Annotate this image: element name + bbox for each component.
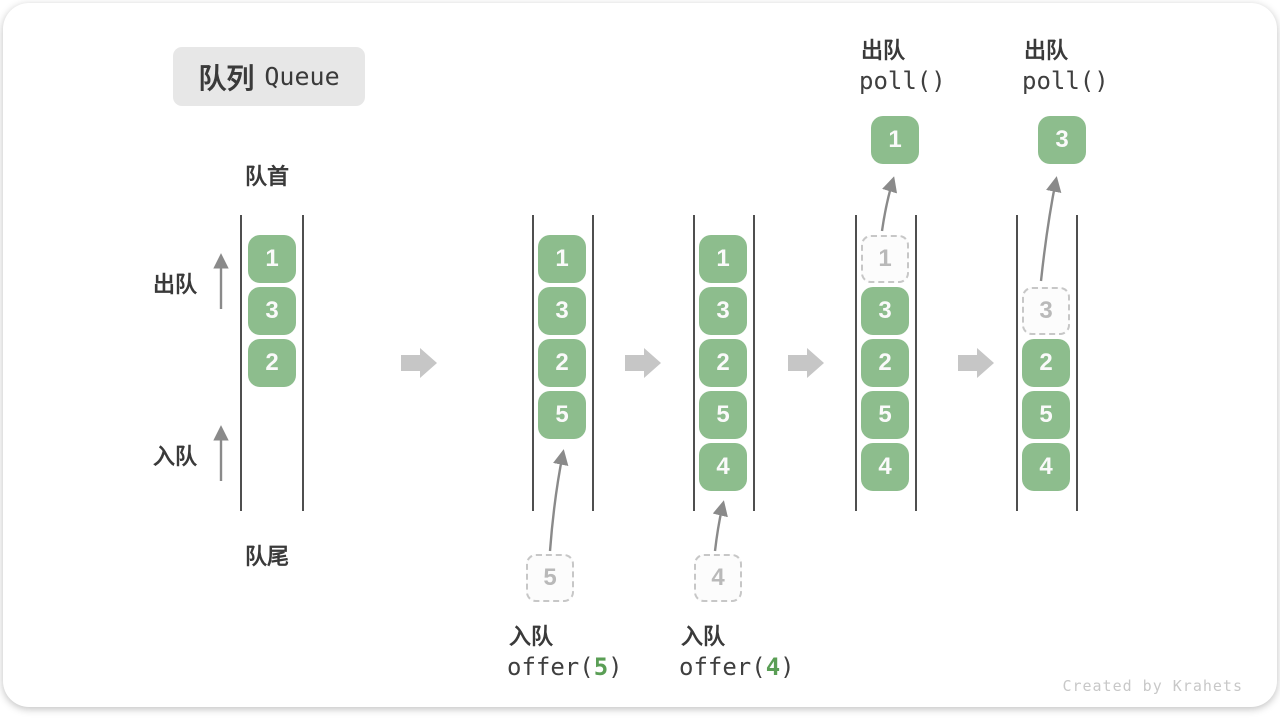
queue3-right-wall bbox=[753, 215, 755, 511]
poll2-label: 出队 bbox=[1024, 38, 1069, 63]
poll2-arrow bbox=[1039, 176, 1062, 282]
enqueue5-ghost-box: 5 bbox=[526, 554, 574, 602]
enqueue5-code-fn: offer( bbox=[507, 653, 594, 681]
queue3-left-wall bbox=[693, 215, 695, 511]
queue2-left-wall bbox=[532, 215, 534, 511]
watermark: Created by Krahets bbox=[1062, 677, 1243, 695]
enqueue5-code-close: ) bbox=[608, 653, 623, 681]
queue4-removed-item-ghost: 1 bbox=[861, 235, 909, 283]
poll2-result-box: 3 bbox=[1038, 116, 1086, 164]
queue1-left-wall bbox=[240, 215, 242, 511]
poll1-label: 出队 bbox=[861, 38, 906, 63]
poll1-result-box: 1 bbox=[871, 116, 919, 164]
queue3-item: 2 bbox=[699, 339, 747, 387]
title-box: 队列 Queue bbox=[173, 47, 365, 106]
queue3-item: 4 bbox=[699, 443, 747, 491]
queue1-right-wall bbox=[302, 215, 304, 511]
queue4-item: 4 bbox=[861, 443, 909, 491]
enqueue4-code-close: ) bbox=[780, 653, 795, 681]
enqueue4-code-arg: 4 bbox=[765, 653, 781, 681]
queue3-item: 1 bbox=[699, 235, 747, 283]
queue1-item: 3 bbox=[248, 287, 296, 335]
state-transition-arrow-4 bbox=[958, 348, 994, 378]
enqueue4-code: offer(4) bbox=[679, 653, 795, 681]
poll2-code: poll() bbox=[1022, 67, 1109, 95]
queue3-item: 3 bbox=[699, 287, 747, 335]
queue5-item: 5 bbox=[1022, 391, 1070, 439]
label-queue-rear: 队尾 bbox=[245, 544, 290, 569]
diagram-card: 队列 Queue 队首 队尾 出队 入队 1 3 2 1 3 2 5 1 3 2… bbox=[3, 3, 1277, 707]
poll1-code: poll() bbox=[859, 67, 946, 95]
label-enqueue-left: 入队 bbox=[153, 444, 198, 469]
enqueue5-code: offer(5) bbox=[507, 653, 623, 681]
queue2-right-wall bbox=[592, 215, 594, 511]
queue5-right-wall bbox=[1076, 215, 1078, 511]
queue2-item: 5 bbox=[538, 391, 586, 439]
enqueue4-code-fn: offer( bbox=[679, 653, 766, 681]
arrows-overlay bbox=[213, 176, 1062, 552]
queue2-item: 3 bbox=[538, 287, 586, 335]
queue1-item: 1 bbox=[248, 235, 296, 283]
enqueue4-ghost-box: 4 bbox=[694, 554, 742, 602]
queue4-right-wall bbox=[915, 215, 917, 511]
queue5-item: 2 bbox=[1022, 339, 1070, 387]
state-transition-arrow-2 bbox=[625, 348, 661, 378]
enqueue4-arrow bbox=[712, 500, 728, 552]
queue5-removed-item-ghost: 3 bbox=[1022, 287, 1070, 335]
queue3-item: 5 bbox=[699, 391, 747, 439]
state-transition-arrow-3 bbox=[788, 348, 824, 378]
title-zh: 队列 bbox=[198, 62, 255, 94]
title-en: Queue bbox=[264, 62, 340, 91]
queue2-item: 2 bbox=[538, 339, 586, 387]
enqueue5-code-arg: 5 bbox=[593, 653, 609, 681]
queue4-item: 2 bbox=[861, 339, 909, 387]
queue4-left-wall bbox=[855, 215, 857, 511]
queue4-item: 5 bbox=[861, 391, 909, 439]
queue5-item: 4 bbox=[1022, 443, 1070, 491]
queue5-left-wall bbox=[1016, 215, 1018, 511]
queue4-item: 3 bbox=[861, 287, 909, 335]
queue2-item: 1 bbox=[538, 235, 586, 283]
queue1-item: 2 bbox=[248, 339, 296, 387]
enqueue5-arrow bbox=[548, 449, 569, 552]
label-queue-front: 队首 bbox=[245, 164, 290, 189]
label-dequeue-left: 出队 bbox=[153, 272, 198, 297]
state-transition-arrow-1 bbox=[401, 348, 437, 378]
poll1-arrow bbox=[880, 176, 898, 232]
enqueue5-label: 入队 bbox=[509, 624, 554, 649]
enqueue4-label: 入队 bbox=[681, 624, 726, 649]
